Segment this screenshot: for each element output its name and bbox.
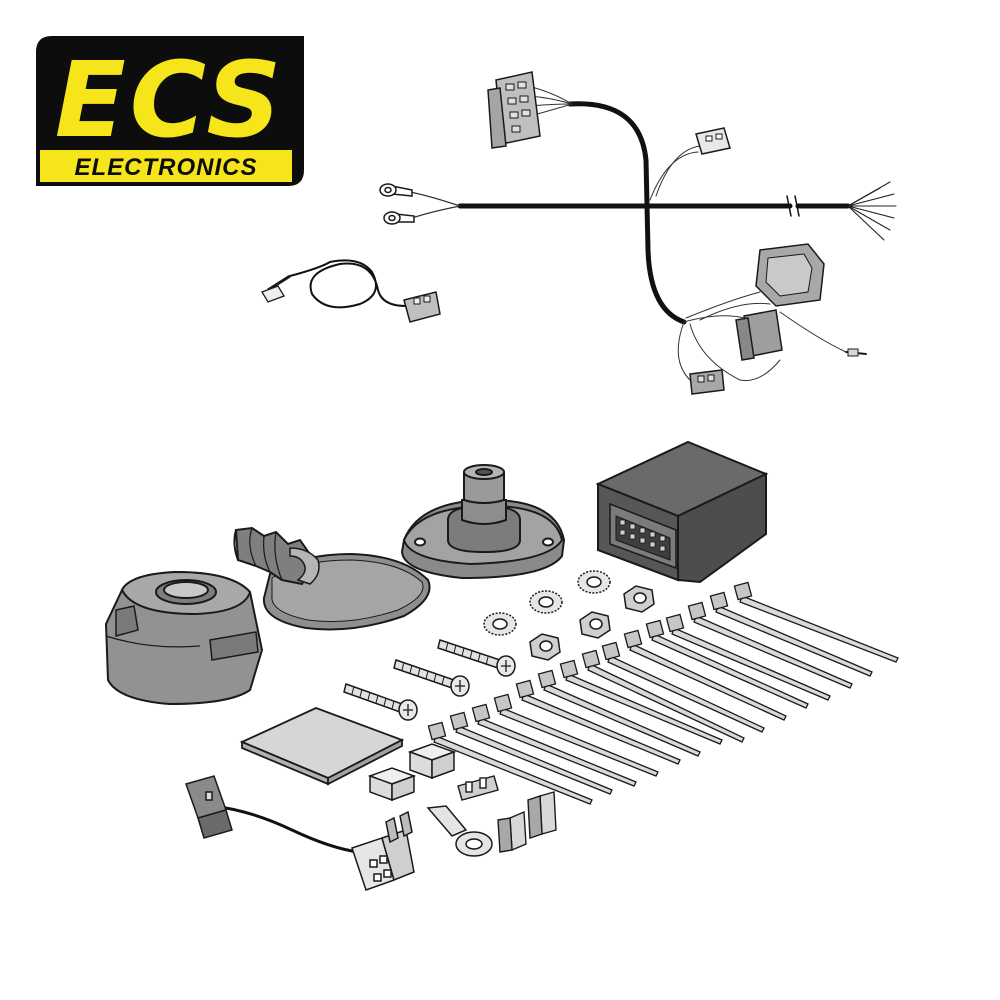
harness-relay-cluster (735, 243, 825, 361)
cable-tie (449, 711, 613, 795)
fuse (527, 791, 557, 839)
washer (529, 590, 563, 614)
extension-lead (261, 259, 441, 323)
harness-plug-bottom (689, 369, 725, 395)
foam-block (407, 743, 457, 780)
cable-tie (733, 581, 899, 663)
screw (343, 683, 418, 721)
washers (483, 570, 611, 636)
ring-terminal (426, 805, 493, 857)
fuse-tap-adapter (351, 810, 415, 891)
ecs-logo: ECS ELECTRONICS (36, 36, 304, 186)
harness-connector-top (487, 71, 541, 149)
cable-tie (623, 629, 787, 721)
cable-tie (601, 641, 765, 733)
connector-lead (185, 775, 359, 854)
socket-plate-grommet (400, 464, 566, 580)
screw (437, 639, 516, 677)
adhesive-pad (239, 707, 405, 786)
cable-tie (493, 693, 659, 777)
foam-block (367, 767, 417, 802)
cable-ties (427, 581, 899, 805)
screw (393, 659, 470, 697)
screws (343, 639, 516, 721)
cable-tie (581, 649, 745, 743)
nuts (529, 585, 655, 661)
nut (579, 611, 611, 639)
logo-wordmark: ECS (55, 39, 286, 161)
foam-blocks (367, 743, 457, 802)
rubber-seal-grommet (233, 526, 320, 586)
fuses (457, 775, 557, 853)
wiring-harness (457, 71, 897, 395)
cable-tie (515, 679, 681, 765)
fuse (457, 775, 499, 801)
cable-tie (537, 669, 701, 757)
control-module (595, 440, 769, 584)
cable-tie (427, 721, 593, 805)
washer (577, 570, 611, 594)
harness-plug-small (695, 127, 731, 155)
cable-tie (645, 619, 809, 709)
cable-tie (709, 591, 873, 677)
logo-tagline: ELECTRONICS (74, 154, 257, 181)
socket (104, 570, 264, 706)
cable-tie (687, 601, 853, 689)
fuse (497, 810, 527, 853)
washer (483, 612, 517, 636)
cable-tie (559, 659, 723, 745)
cable-tie (471, 703, 637, 787)
cable-tie (665, 613, 831, 701)
earth-ring-terminals (379, 183, 461, 225)
nut (623, 585, 655, 613)
nut (529, 633, 561, 661)
